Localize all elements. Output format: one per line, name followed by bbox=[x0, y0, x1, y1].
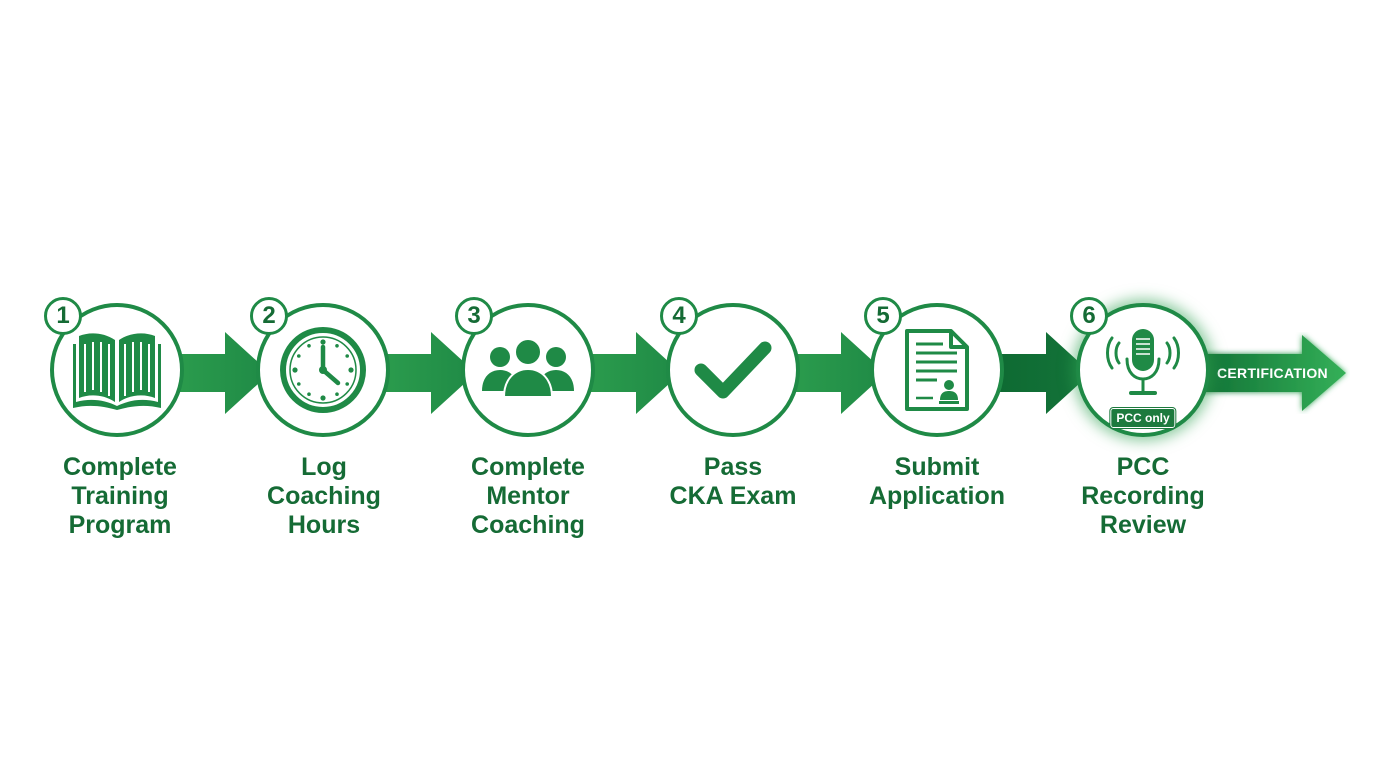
step-2-number: 2 bbox=[250, 297, 288, 335]
pcc-only-badge: PCC only bbox=[1109, 407, 1177, 429]
arrow-3-to-4 bbox=[586, 332, 681, 414]
step-6-label: PCC Recording Review bbox=[1081, 453, 1205, 539]
step-4-circle: 4 bbox=[660, 297, 800, 437]
certification-arrow bbox=[1200, 335, 1346, 411]
open-book-icon bbox=[73, 333, 161, 410]
arrow-5-to-6 bbox=[996, 332, 1091, 414]
step-1-circle: 1 bbox=[44, 297, 184, 437]
document-icon bbox=[905, 329, 969, 411]
step-3-circle: 3 bbox=[455, 297, 595, 437]
step-6-circle: 6 PCC only bbox=[1070, 297, 1210, 437]
clock-icon bbox=[280, 327, 366, 413]
step-1-label: Complete Training Program bbox=[63, 453, 177, 539]
step-5-circle: 5 bbox=[864, 297, 1004, 437]
certification-label: CERTIFICATION bbox=[1217, 365, 1328, 381]
arrow-4-to-5 bbox=[791, 332, 886, 414]
group-people-icon bbox=[482, 338, 574, 398]
step-5-number: 5 bbox=[864, 297, 902, 335]
step-6-number: 6 bbox=[1070, 297, 1108, 335]
step-3-number: 3 bbox=[455, 297, 493, 335]
step-5-label: Submit Application bbox=[868, 453, 1006, 510]
checkmark-icon bbox=[694, 341, 772, 399]
arrow-1-to-2 bbox=[175, 332, 270, 414]
arrow-2-to-3 bbox=[381, 332, 476, 414]
step-2-label: Log Coaching Hours bbox=[267, 453, 381, 539]
step-4-label: Pass CKA Exam bbox=[669, 453, 797, 510]
step-4-number: 4 bbox=[660, 297, 698, 335]
step-1-number: 1 bbox=[44, 297, 82, 335]
step-3-label: Complete Mentor Coaching bbox=[471, 453, 585, 539]
step-2-circle: 2 bbox=[250, 297, 390, 437]
microphone-icon bbox=[1106, 329, 1180, 395]
